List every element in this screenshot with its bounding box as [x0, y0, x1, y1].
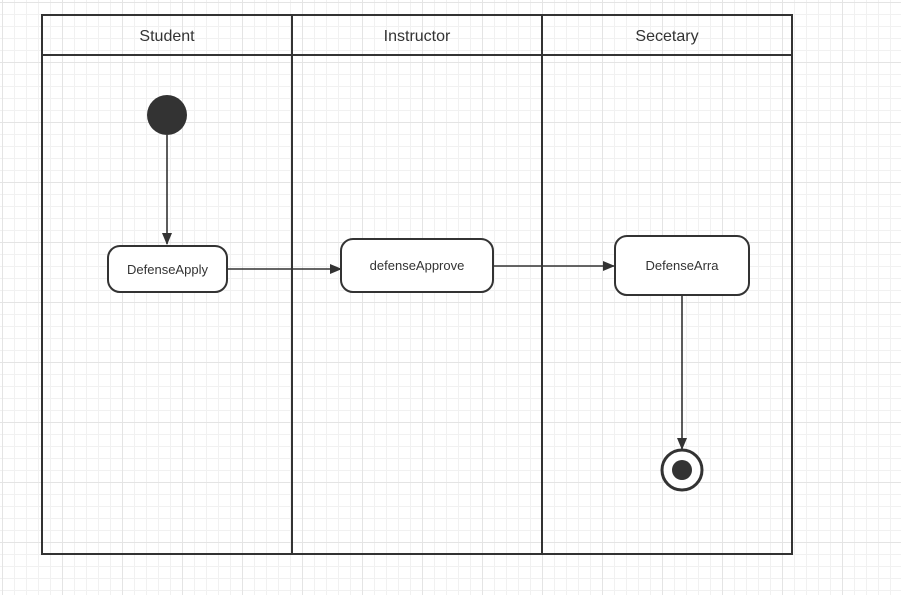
action-node-defense-apply[interactable]: DefenseApply — [107, 245, 228, 293]
action-node-defense-approve[interactable]: defenseApprove — [340, 238, 494, 293]
lane-title-student: Student — [139, 28, 195, 45]
action-node-defense-approve-shape — [340, 238, 494, 293]
action-node-defense-arra-label: DefenseArra — [646, 258, 720, 273]
lane-title-secretary: Secetary — [635, 28, 698, 45]
pool-frame — [41, 14, 793, 555]
initial-node[interactable] — [147, 95, 187, 135]
action-node-defense-arra-shape — [614, 235, 750, 296]
action-node-defense-arra[interactable]: DefenseArra — [614, 235, 750, 296]
action-node-defense-approve-label: defenseApprove — [370, 258, 465, 273]
final-node[interactable] — [660, 448, 704, 492]
lane-title-instructor: Instructor — [384, 28, 451, 45]
final-node-dot — [672, 460, 692, 480]
action-node-defense-apply-shape — [107, 245, 228, 293]
action-node-defense-apply-label: DefenseApply — [127, 262, 208, 277]
